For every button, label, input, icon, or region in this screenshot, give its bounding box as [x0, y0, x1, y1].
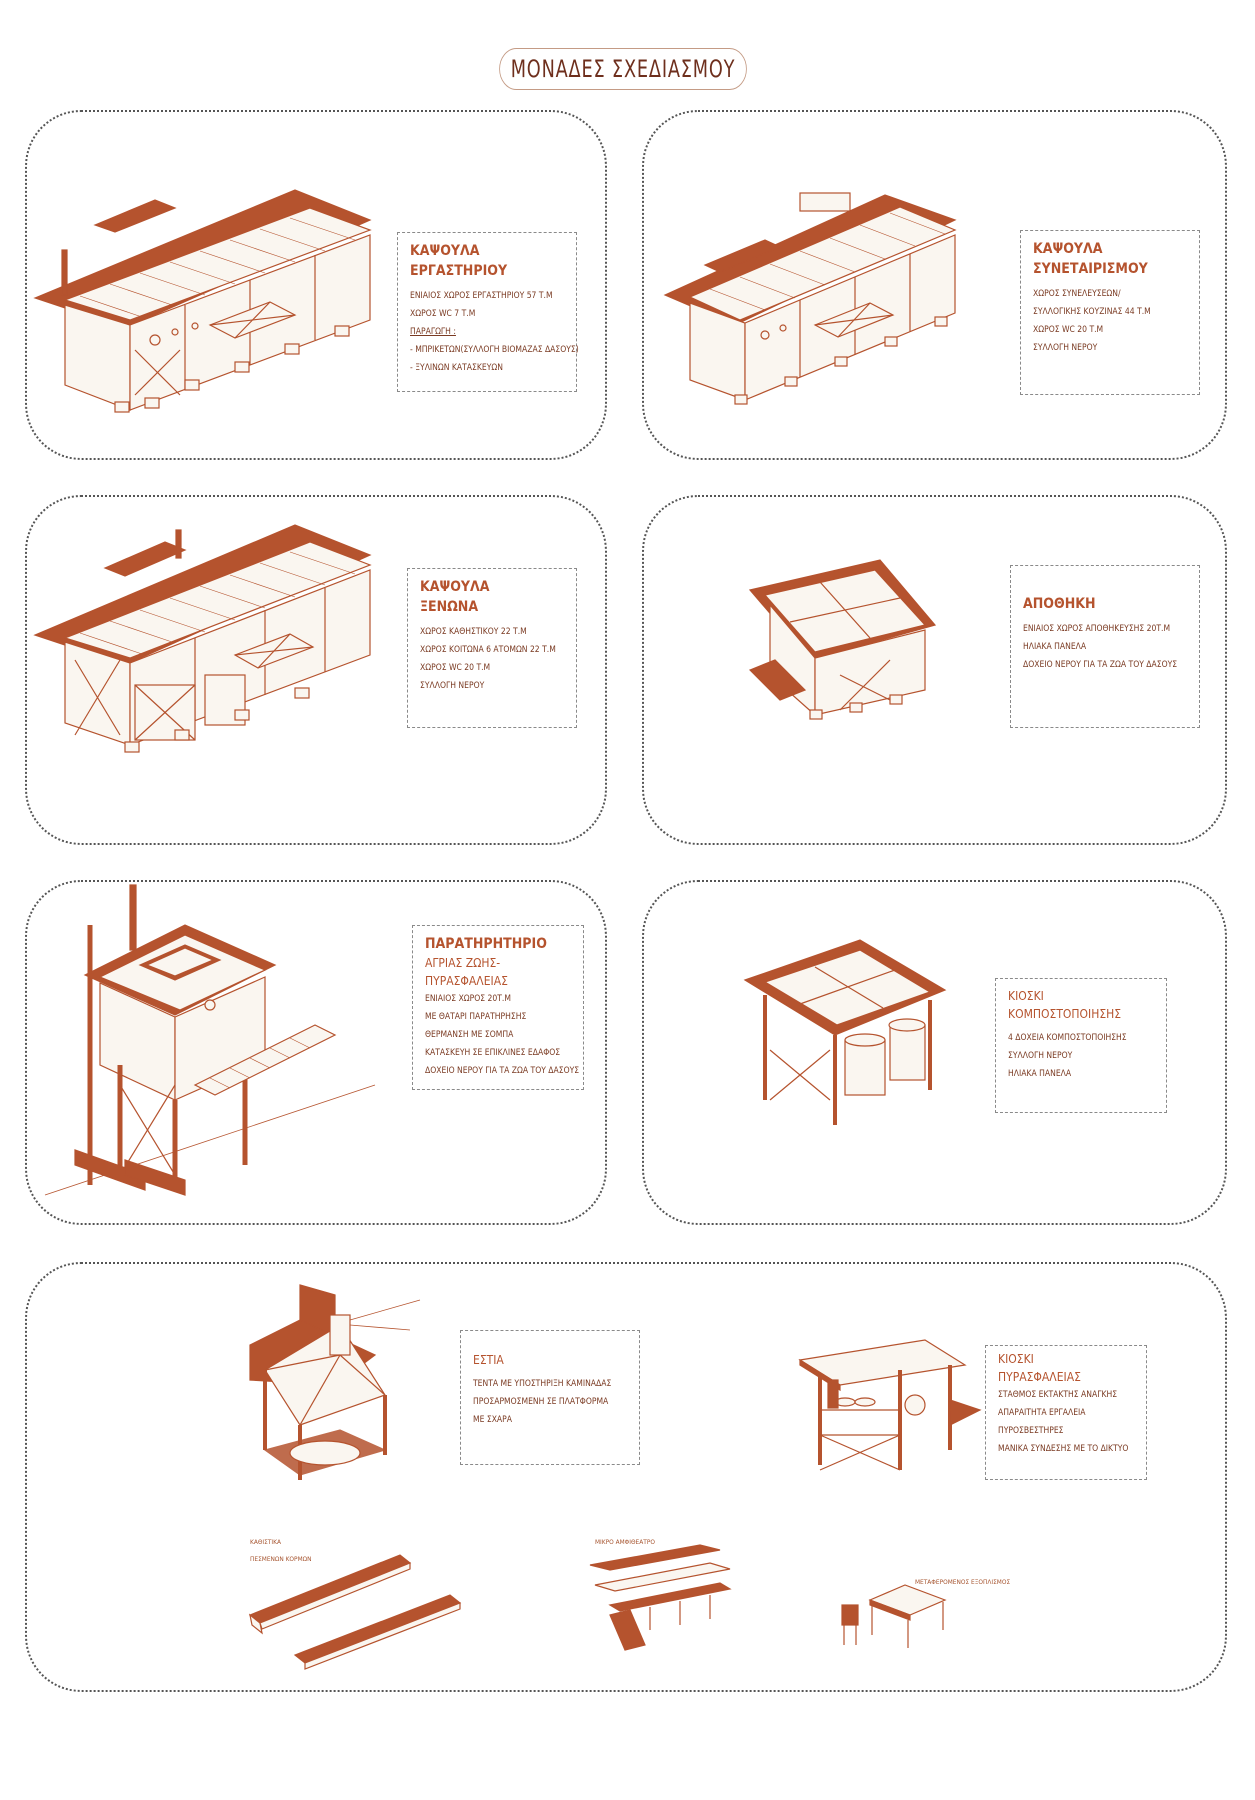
observatory-subtitle: ΑΓΡΙΑΣ ΖΩΗΣ- ΠΥΡΑΣΦΑΛΕΙΑΣ	[425, 956, 508, 988]
seats-label-2: ΠΕΣΜΕΝΩΝ ΚΟΡΜΩΝ	[250, 1555, 312, 1563]
amphitheatre-drawing	[589, 1544, 732, 1651]
workshop-drawing	[33, 189, 372, 413]
info-guests: ΚΑΨΟΥΛΑ ΞΕΝΩΝΑ ΧΩΡΟΣ ΚΑΘΗΣΤΙΚΟΥ 22 Τ.Μ Χ…	[407, 568, 577, 728]
workshop-line: - ΞΥΛΙΝΩΝ ΚΑΤΑΣΚΕΥΩΝ	[410, 363, 503, 373]
workshop-line: - ΜΠΡΙΚΕΤΩΝ(ΣΥΛΛΟΓΗ ΒΙΟΜΑΖΑΣ ΔΑΣΟΥΣ)	[410, 345, 579, 355]
compost-line: ΗΛΙΑΚΑ ΠΑΝΕΛΑ	[1008, 1069, 1072, 1079]
hearth-line: ΤΕΝΤΑ ΜΕ ΥΠΟΣΤΗΡΙΞΗ ΚΑΜΙΝΑΔΑΣ	[473, 1379, 612, 1389]
storage-line: ΕΝΙΑΙΟΣ ΧΩΡΟΣ ΑΠΟΘΗΚΕΥΣΗΣ 20Τ.Μ	[1023, 624, 1171, 634]
info-workshop: ΚΑΨΟΥΛΑ ΕΡΓΑΣΤΗΡΙΟΥ ΕΝΙΑΙΟΣ ΧΩΡΟΣ ΕΡΓΑΣΤ…	[397, 232, 579, 392]
guests-subtitle: ΞΕΝΩΝΑ	[420, 599, 479, 615]
observatory-line: ΕΝΙΑΙΟΣ ΧΩΡΟΣ 20Τ.Μ	[425, 994, 511, 1004]
guests-title: ΚΑΨΟΥΛΑ	[420, 579, 490, 595]
fire-kiosk-line: ΜΑΝΙΚΑ ΣΥΝΔΕΣΗΣ ΜΕ ΤΟ ΔΙΚΤΥΟ	[998, 1444, 1129, 1454]
equipment-drawing	[841, 1584, 947, 1648]
info-observatory: ΠΑΡΑΤΗΡΗΤΗΡΙΟ ΑΓΡΙΑΣ ΖΩΗΣ- ΠΥΡΑΣΦΑΛΕΙΑΣ …	[412, 925, 584, 1090]
storage-line: ΗΛΙΑΚΑ ΠΑΝΕΛΑ	[1023, 642, 1087, 652]
guests-line: ΧΩΡΟΣ ΚΑΘΗΣΤΙΚΟΥ 22 Τ.Μ	[420, 627, 527, 637]
guests-line: ΧΩΡΟΣ ΚΟΙΤΩΝΑ 6 ΑΤΟΜΩΝ 22 Τ.Μ	[420, 645, 556, 655]
compost-line: ΣΥΛΛΟΓΗ ΝΕΡΟΥ	[1008, 1051, 1073, 1061]
workshop-title: ΚΑΨΟΥΛΑ	[410, 243, 480, 259]
page-title: ΜΟΝΑΔΕΣ ΣΧΕΔΙΑΣΜΟΥ	[499, 48, 747, 90]
fire-kiosk-drawing	[798, 1339, 982, 1471]
observatory-line: ΔΟΧΕΙΟ ΝΕΡΟΥ ΓΙΑ ΤΑ ΖΩΑ ΤΟΥ ΔΑΣΟΥΣ	[425, 1066, 580, 1076]
info-fire-kiosk: ΚΙΟΣΚΙ ΠΥΡΑΣΦΑΛΕΙΑΣ ΣΤΑΘΜΟΣ ΕΚΤΑΚΤΗΣ ΑΝΑ…	[985, 1345, 1147, 1480]
observatory-line: ΚΑΤΑΣΚΕΥΗ ΣΕ ΕΠΙΚΛΙΝΕΣ ΕΔΑΦΟΣ	[425, 1048, 561, 1058]
cooperative-line: ΣΥΛΛΟΓΗ ΝΕΡΟΥ	[1033, 343, 1098, 353]
observatory-drawing	[44, 884, 376, 1196]
workshop-line: ΠΑΡΑΓΩΓΗ :	[410, 327, 456, 337]
info-cooperative: ΚΑΨΟΥΛΑ ΣΥΝΕΤΑΙΡΙΣΜΟΥ ΧΩΡΟΣ ΣΥΝΕΛΕΥΣΕΩΝ/…	[1020, 230, 1200, 395]
cooperative-line: ΧΩΡΟΣ WC 20 Τ.Μ	[1033, 325, 1104, 335]
panel-storage	[642, 495, 1227, 845]
compost-subtitle: ΚΟΜΠΟΣΤΟΠΟΙΗΣΗΣ	[1008, 1007, 1122, 1021]
workshop-line: ΧΩΡΟΣ WC 7 Τ.Μ	[410, 309, 476, 319]
cooperative-line: ΧΩΡΟΣ ΣΥΝΕΛΕΥΣΕΩΝ/	[1033, 289, 1121, 299]
panel-workshop	[25, 110, 607, 460]
cooperative-title: ΚΑΨΟΥΛΑ	[1033, 241, 1103, 257]
guests-drawing	[33, 524, 372, 753]
panel-compost	[642, 880, 1227, 1225]
fire-kiosk-subtitle: ΠΥΡΑΣΦΑΛΕΙΑΣ	[998, 1370, 1081, 1384]
hearth-drawing	[249, 1284, 421, 1480]
info-hearth: ΕΣΤΙΑ ΤΕΝΤΑ ΜΕ ΥΠΟΣΤΗΡΙΞΗ ΚΑΜΙΝΑΔΑΣ ΠΡΟΣ…	[460, 1330, 640, 1465]
cooperative-drawing	[663, 192, 957, 405]
panel-observatory	[25, 880, 607, 1225]
hearth-title: ΕΣΤΙΑ	[473, 1353, 504, 1367]
compost-title: ΚΙΟΣΚΙ	[1008, 989, 1044, 1003]
storage-drawing	[748, 559, 937, 720]
fire-kiosk-line: ΣΤΑΘΜΟΣ ΕΚΤΑΚΤΗΣ ΑΝΑΓΚΗΣ	[998, 1390, 1118, 1400]
equipment-label: ΜΕΤΑΦΕΡΟΜΕΝΟΣ ΕΞΟΠΛΙΣΜΟΣ	[915, 1578, 1011, 1586]
cooperative-subtitle: ΣΥΝΕΤΑΙΡΙΣΜΟΥ	[1033, 261, 1148, 277]
fire-kiosk-title: ΚΙΟΣΚΙ	[998, 1352, 1034, 1366]
fire-kiosk-line: ΑΠΑΡΑΙΤΗΤΑ ΕΡΓΑΛΕΙΑ	[998, 1408, 1086, 1418]
log-seats-drawing	[248, 1554, 462, 1670]
observatory-line: ΜΕ ΘΑΤΑΡΙ ΠΑΡΑΤΗΡΗΣΗΣ	[425, 1012, 527, 1022]
fire-kiosk-line: ΠΥΡΟΣΒΕΣΤΗΡΕΣ	[998, 1426, 1064, 1436]
observatory-line: ΘΕΡΜΑΝΣΗ ΜΕ ΣΟΜΠΑ	[425, 1030, 514, 1040]
info-compost: ΚΙΟΣΚΙ ΚΟΜΠΟΣΤΟΠΟΙΗΣΗΣ 4 ΔΟΧΕΙΑ ΚΟΜΠΟΣΤΟ…	[995, 978, 1167, 1113]
panel-common	[25, 1262, 1227, 1692]
storage-line: ΔΟΧΕΙΟ ΝΕΡΟΥ ΓΙΑ ΤΑ ΖΩΑ ΤΟΥ ΔΑΣΟΥΣ	[1023, 660, 1178, 670]
workshop-subtitle: ΕΡΓΑΣΤΗΡΙΟΥ	[410, 263, 508, 279]
guests-line: ΣΥΛΛΟΓΗ ΝΕΡΟΥ	[420, 681, 485, 691]
hearth-line: ΜΕ ΣΧΑΡΑ	[473, 1415, 512, 1425]
seats-label-1: ΚΑΘΙΣΤΙΚΑ	[250, 1538, 281, 1546]
info-storage: ΑΠΟΘΗΚΗ ΕΝΙΑΙΟΣ ΧΩΡΟΣ ΑΠΟΘΗΚΕΥΣΗΣ 20Τ.Μ …	[1010, 565, 1200, 728]
guests-line: ΧΩΡΟΣ WC 20 Τ.Μ	[420, 663, 491, 673]
compost-drawing	[743, 939, 947, 1125]
workshop-line: ΕΝΙΑΙΟΣ ΧΩΡΟΣ ΕΡΓΑΣΤΗΡΙΟΥ 57 Τ.Μ	[410, 291, 553, 301]
compost-line: 4 ΔΟΧΕΙΑ ΚΟΜΠΟΣΤΟΠΟΙΗΣΗΣ	[1008, 1033, 1127, 1043]
panel-guests	[25, 495, 607, 845]
cooperative-line: ΣΥΛΛΟΓΙΚΗΣ ΚΟΥΖΙΝΑΣ 44 Τ.Μ	[1033, 307, 1151, 317]
storage-title: ΑΠΟΘΗΚΗ	[1023, 596, 1096, 612]
panel-cooperative	[642, 110, 1227, 460]
observatory-title: ΠΑΡΑΤΗΡΗΤΗΡΙΟ	[425, 936, 547, 952]
amphitheatre-label: ΜΙΚΡΟ ΑΜΦΙΘΕΑΤΡΟ	[595, 1538, 655, 1546]
hearth-line: ΠΡΟΣΑΡΜΟΣΜΕΝΗ ΣΕ ΠΛΑΤΦΟΡΜΑ	[473, 1397, 609, 1407]
